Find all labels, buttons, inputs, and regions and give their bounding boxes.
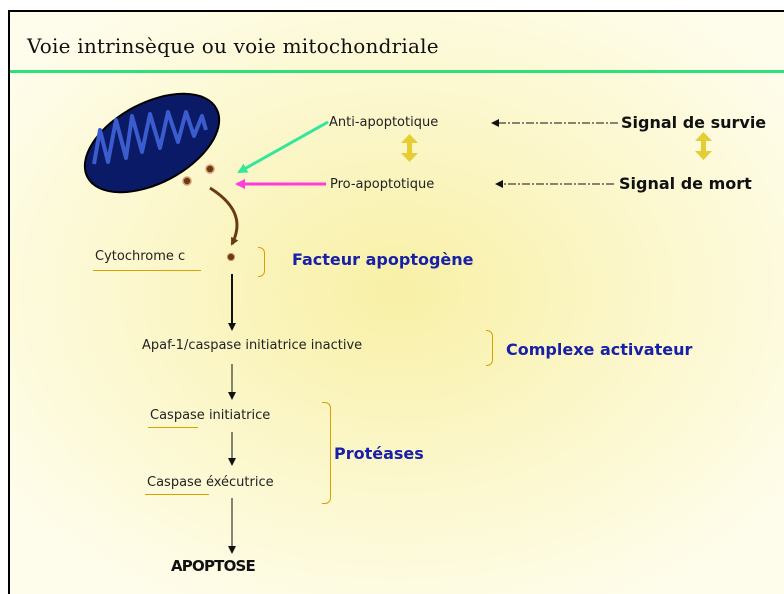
cytochrome-dot	[227, 253, 235, 261]
caspase-executrice-label: Caspase éxécutrice	[147, 475, 274, 490]
diagram-graphics	[83, 92, 712, 554]
signal-mort-label: Signal de mort	[619, 174, 752, 193]
caspase-executrice-underline	[145, 494, 209, 495]
cytochrome-underline	[93, 270, 201, 271]
anti-apoptotique-label: Anti-apoptotique	[329, 115, 439, 130]
survie-mort-balance-arrow	[695, 132, 712, 160]
anti-to-mito-arrow	[237, 120, 329, 174]
signal-survie-label: Signal de survie	[621, 113, 767, 132]
slide-title: Voie intrinsèque ou voie mitochondriale	[27, 34, 439, 58]
complexe-bracket	[486, 330, 493, 366]
complexe-activateur-label: Complexe activateur	[506, 340, 693, 359]
facteur-bracket	[258, 247, 265, 277]
mitochondrion-icon	[83, 92, 221, 194]
proteases-bracket	[322, 402, 331, 504]
cytochrome-label: Cytochrome c	[95, 249, 186, 264]
caspase-initiatrice-label: Caspase initiatrice	[150, 408, 271, 423]
apaf-label: Apaf-1/caspase initiatrice inactive	[142, 338, 363, 353]
facteur-apoptogene-label: Facteur apoptogène	[292, 250, 474, 269]
anti-pro-balance-arrow	[401, 134, 418, 162]
pro-apoptotique-label: Pro-apoptotique	[330, 177, 435, 192]
proteases-label: Protéases	[334, 444, 424, 463]
apoptose-label: APOPTOSE	[171, 557, 256, 575]
title-rule	[10, 70, 784, 73]
caspase-initiatrice-underline	[148, 427, 198, 428]
cytochrome-release-arrow	[209, 186, 239, 246]
slide: Voie intrinsèque ou voie mitochondriale	[8, 10, 784, 594]
